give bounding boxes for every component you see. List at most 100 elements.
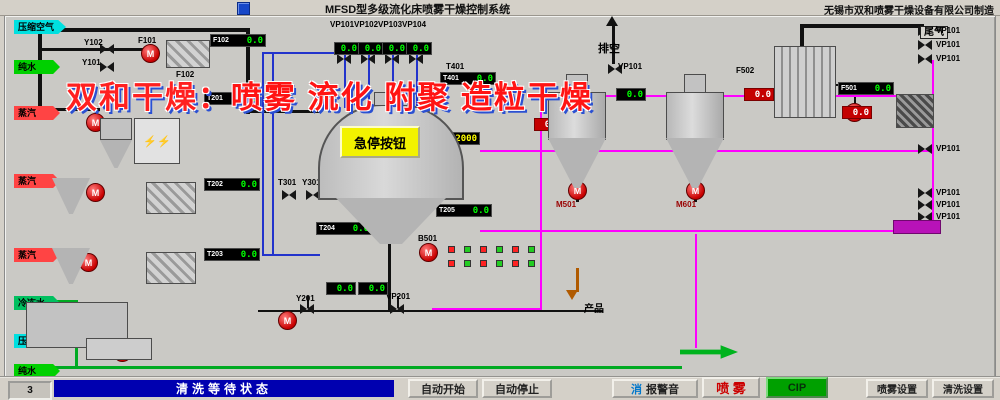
valve-icon[interactable] [918,54,932,64]
numeric-display: T203 0.0 [204,248,260,261]
pipe [388,244,391,310]
valve-icon[interactable] [918,200,932,210]
equipment-label: VP102 [354,20,379,29]
pipe [540,232,542,310]
status-indicator [496,260,503,267]
numeric-display: 0.0 [842,106,872,119]
numeric-display: 0.0 [616,88,646,101]
display-label: F501 [841,85,857,92]
vent-arrow-icon [606,16,618,26]
valve-icon[interactable] [918,40,932,50]
equipment-label: F101 [138,36,157,45]
status-indicator [528,246,535,253]
equipment-label: VP101 [936,40,961,49]
status-indicator [448,246,455,253]
clean-settings-button[interactable]: 清洗设置 [932,379,994,398]
valve-icon[interactable] [409,54,423,64]
valve-icon[interactable] [100,62,114,72]
pump-icon[interactable]: M [141,44,160,63]
status-indicator [480,260,487,267]
display-label: T203 [207,251,223,258]
spray-settings-button[interactable]: 喷雾设置 [866,379,928,398]
display-value: -2000 [449,133,477,144]
pipe [612,26,615,64]
display-value: 0.0 [388,43,405,54]
display-label: F102 [213,37,229,44]
pipe [258,310,603,312]
equipment-label: T301 [278,178,297,187]
display-label: T205 [439,207,455,214]
pipe [397,296,399,308]
auto-stop-button[interactable]: 自动停止 [482,379,552,398]
legend-arrow: 蒸汽 [14,106,60,120]
display-label: T204 [319,225,335,232]
pump-icon[interactable]: M [278,311,297,330]
equipment-label: VP103 [378,20,403,29]
valve-icon[interactable] [306,190,320,200]
equipment-label: Y301 [302,178,321,187]
pipe [432,308,540,310]
legend-arrow: 纯水 [14,364,60,378]
display-value: 0.0 [240,93,257,104]
silence-alarm-button[interactable]: 消报警音 [612,379,698,398]
pipe [932,60,934,232]
pipe [368,50,370,108]
valve-icon[interactable] [385,54,399,64]
legend-arrow: 蒸汽 [14,248,60,262]
equipment-label: VP101 [936,54,961,63]
equipment-label: VP201 [386,292,411,301]
status-indicator [528,260,535,267]
valve-icon[interactable] [282,190,296,200]
pipe [416,50,418,108]
equipment-label: VP101 [330,20,355,29]
status-indicator [512,260,519,267]
equipment-label: VP101 [936,26,961,35]
air-heater-1 [146,182,196,214]
valve-icon[interactable] [918,144,932,154]
valve-icon[interactable] [608,64,622,74]
numeric-display: 0.0 [406,42,432,55]
display-value: 0.0 [472,205,489,216]
equipment-label: VP101 [936,144,961,153]
display-value: 0.0 [240,179,257,190]
pump-icon[interactable]: M [419,243,438,262]
display-value: 0.0 [240,249,257,260]
vessel-top-cap [374,92,408,106]
equipment-label: F502 [736,66,755,75]
equipment-label: VP101 [936,200,961,209]
display-label: T201 [207,95,223,102]
pipe [246,28,250,114]
equipment-label: Y102 [84,38,103,47]
display-value: 0.0 [336,283,353,294]
valve-icon[interactable] [100,44,114,54]
valve-icon[interactable] [337,54,351,64]
status-message: 清洗等待状态 [54,380,394,397]
numeric-display: T201 0.0 [204,92,260,105]
pipe [800,24,804,58]
hopper-b-body [666,92,724,140]
numeric-display: 0.0 [744,88,774,101]
cip-button[interactable]: CIP [766,377,828,398]
equipment-label: F102 [176,70,195,79]
pipe [695,234,697,348]
emergency-stop-button[interactable]: 急停按钮 [340,126,420,158]
legend-arrow: 压缩空气 [14,20,67,34]
valve-icon[interactable] [390,304,404,314]
equipment-label: VP101 [936,188,961,197]
title-bar: MFSD型多级流化床喷雾干燥控制系统 无锡市双和喷雾干燥设备有限公司制造 [0,0,1000,17]
pipe [30,28,248,32]
spray-button[interactable]: 喷 雾 [702,377,760,398]
pipe [576,268,579,292]
hopper-b-inlet [684,74,706,94]
display-value: 0.0 [352,223,369,234]
valve-icon[interactable] [361,54,375,64]
valve-icon[interactable] [918,212,932,222]
display-value: 0.0 [246,35,263,46]
valve-icon[interactable] [918,188,932,198]
display-value: 0.0 [412,43,429,54]
display-value: 0.0 [852,107,869,118]
valve-icon[interactable] [300,304,314,314]
auto-start-button[interactable]: 自动开始 [408,379,478,398]
pump-icon[interactable]: M [86,183,105,202]
